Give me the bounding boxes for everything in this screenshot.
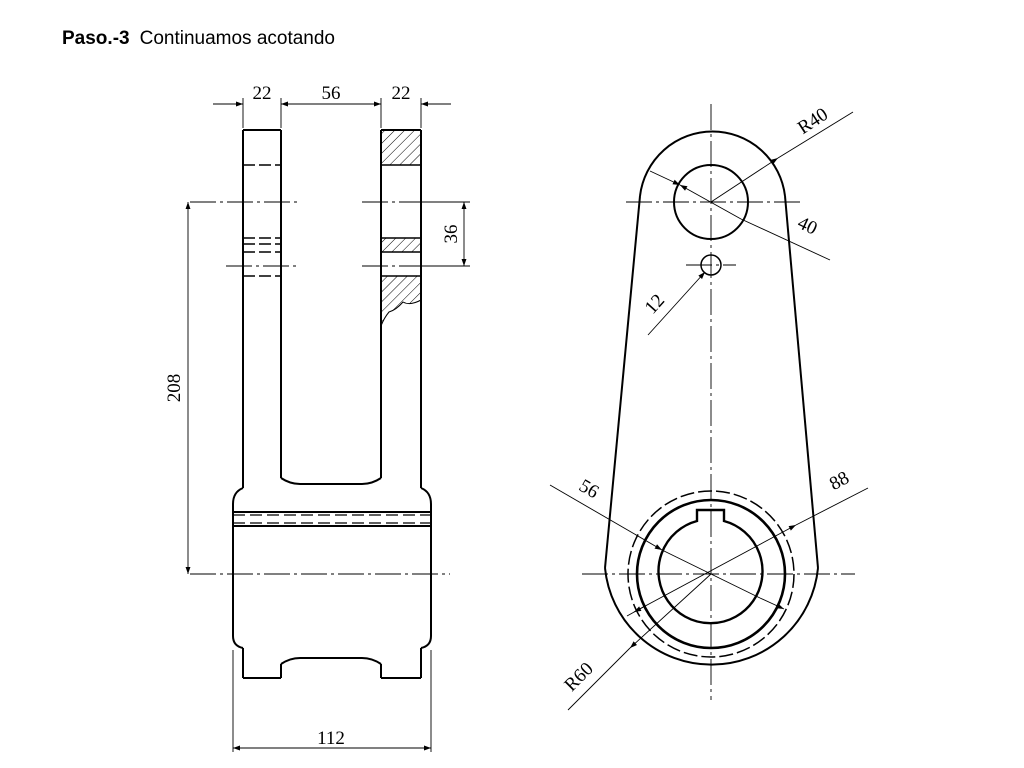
dim-front-hole-dia: 36 (441, 225, 462, 244)
side-view (549, 104, 869, 711)
dim-side-dia-top: 40 (794, 212, 820, 239)
front-extension-lines (232, 98, 470, 752)
side-leader-lines (549, 111, 869, 711)
dim-side-dia-outer: 88 (826, 467, 853, 494)
keyed-bore (657, 508, 764, 625)
dim-front-flange-right: 22 (392, 83, 411, 104)
front-view (185, 98, 470, 752)
front-center-lines (190, 201, 450, 575)
dim-side-radius-top: R40 (794, 104, 832, 139)
flange-hole-lines (243, 164, 421, 277)
dim-side-dia-bore: 56 (575, 475, 602, 503)
hub-hidden-lines (233, 514, 431, 524)
dim-front-flange-left: 22 (253, 83, 272, 104)
section-hatching (380, 130, 422, 327)
step-label: Paso.-3 (62, 28, 130, 49)
dim-front-height: 208 (164, 374, 185, 403)
dim-front-width: 112 (317, 728, 345, 749)
dim-side-dia-small: 12 (641, 290, 669, 318)
page-title: Paso.-3 Continuamos acotando (62, 28, 335, 50)
front-dimension-lines (185, 101, 467, 751)
step-description: Continuamos acotando (139, 28, 336, 49)
left-flange (242, 129, 282, 679)
side-outline (604, 130, 819, 666)
side-center-lines (582, 104, 855, 700)
dim-front-gap: 56 (322, 83, 341, 104)
right-flange (380, 129, 422, 679)
hub-body (232, 477, 432, 665)
dim-side-radius-bottom: R60 (560, 658, 597, 695)
